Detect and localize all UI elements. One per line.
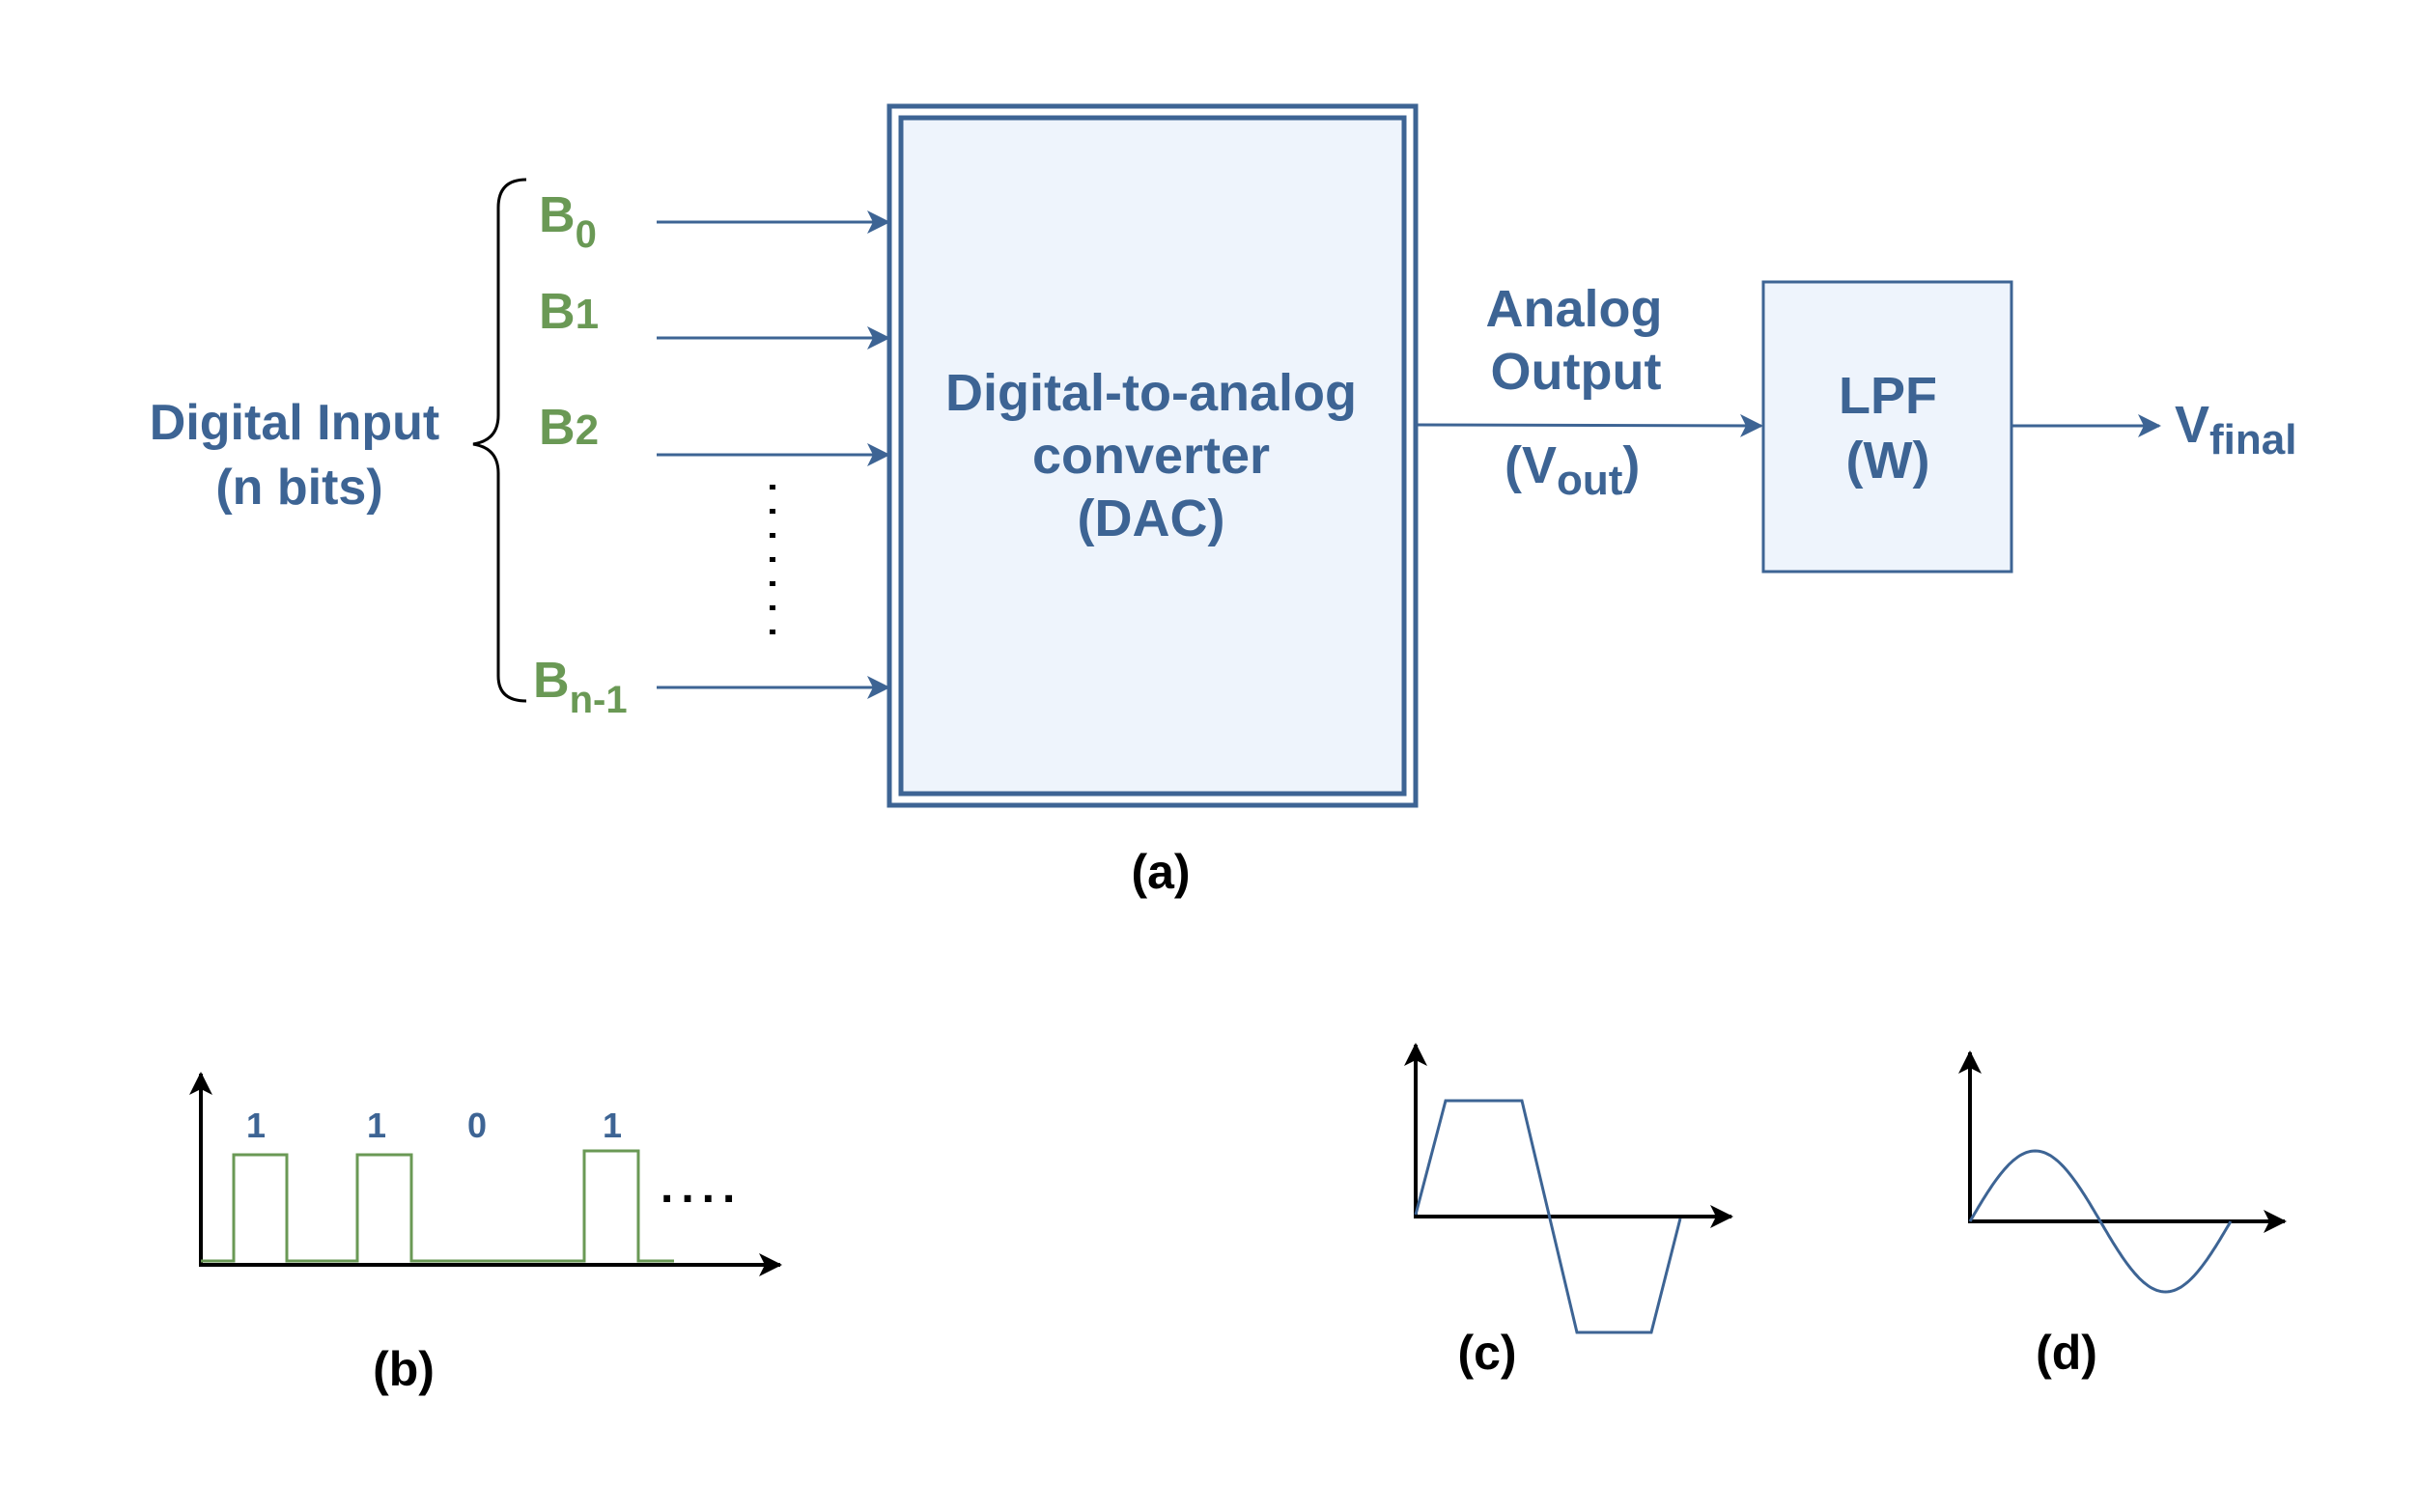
input-brace (472, 178, 527, 703)
plot-b-bit-1: 1 (246, 1106, 266, 1145)
lpf-box (1761, 280, 2013, 574)
lpf-label-line1: LPF (1839, 367, 1937, 425)
dac-box (898, 115, 1407, 797)
plot-b-pulse-signal (201, 1149, 674, 1263)
digital-input-bits-label: (n bits) (215, 460, 382, 516)
caption-d: (d) (2036, 1326, 2097, 1380)
caption-c: (c) (1457, 1326, 1516, 1380)
digital-input-label: Digital Input (150, 395, 439, 451)
bit-label-b1: B1 (539, 284, 599, 340)
vfinal-label: Vfinal (2175, 396, 2296, 463)
plot-d-sine-signal (1968, 1149, 2233, 1294)
lpf-label-line2: (W) (1846, 432, 1930, 490)
bit-label-bn-1: Bn-1 (533, 653, 628, 721)
bit-label-b0: B0 (539, 187, 597, 256)
analog-output-label-line1: Analog (1486, 280, 1663, 338)
plot-c-trapezoid-signal (1414, 1099, 1682, 1334)
plot-b-ellipsis: .... (661, 1162, 743, 1213)
plot-b-bit-2: 1 (367, 1106, 386, 1145)
vout-label: (Vout) (1505, 436, 1640, 504)
bit-label-b2: B2 (539, 400, 599, 456)
dac-label-line3: (DAC) (1078, 490, 1225, 547)
caption-b: (b) (373, 1342, 435, 1396)
dac-box-outer (886, 103, 1419, 808)
dac-label-line2: converter (1032, 427, 1270, 485)
caption-a: (a) (1131, 845, 1190, 899)
analog-output-label-line2: Output (1491, 343, 1662, 401)
plot-b-bit-3: 0 (467, 1106, 487, 1145)
dac-label-line1: Digital-to-analog (945, 364, 1357, 422)
plot-b-bit-4: 1 (603, 1106, 622, 1145)
arrow-dac-to-lpf (1417, 413, 1763, 437)
